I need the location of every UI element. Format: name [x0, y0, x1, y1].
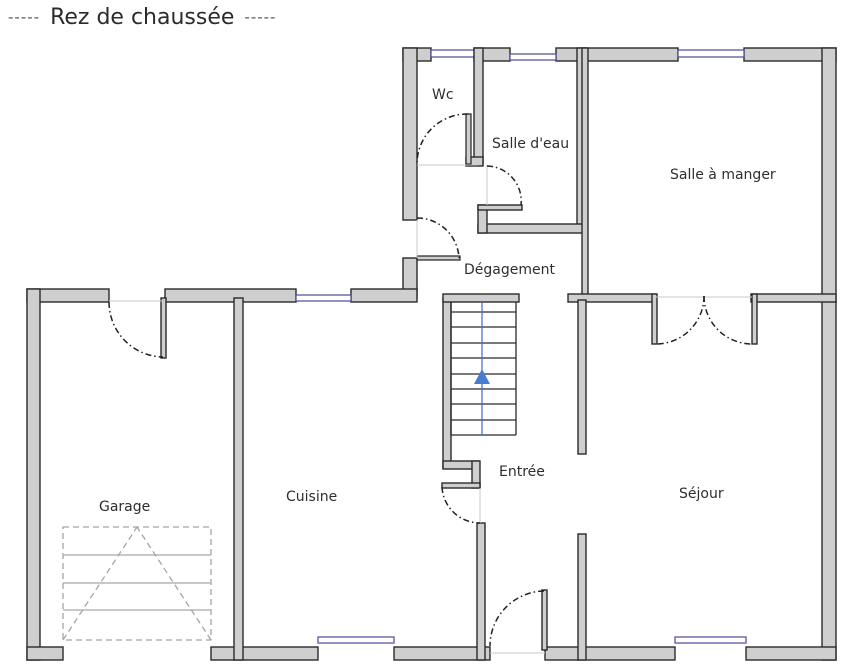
room-label-salle-a-manger: Salle à manger	[670, 167, 776, 183]
floor-title-text: Rez de chaussée	[50, 4, 235, 30]
staircase	[450, 302, 517, 436]
door-leaf-degagement	[416, 255, 461, 261]
wall-segment	[581, 47, 589, 301]
garage-door	[62, 526, 212, 641]
door-swing-salle-a-manger-right	[703, 295, 753, 345]
wall-segment	[577, 533, 587, 661]
wall-segment	[477, 223, 587, 234]
wall-segment	[750, 293, 837, 303]
window-salle-deau	[509, 53, 557, 61]
interior-walls	[160, 47, 837, 661]
door-swings	[108, 113, 753, 647]
door-swing-salle-a-manger-left	[656, 295, 705, 345]
wall-segment	[442, 297, 452, 469]
wall-segment	[541, 589, 548, 651]
wall-segment	[393, 646, 491, 661]
wall-segment	[26, 646, 64, 661]
wall-segment	[160, 297, 167, 359]
wall-segment	[26, 288, 41, 661]
wall-segment	[402, 47, 418, 221]
room-labels: Wc Salle d'eau Salle à manger Dégagement…	[99, 87, 776, 515]
door-swing-entree	[489, 590, 545, 647]
wall-segment	[821, 47, 837, 661]
wall-segment	[745, 646, 837, 661]
window-sejour	[674, 636, 747, 644]
door-leaf-wc	[465, 113, 472, 165]
door-swing-cuisine	[441, 486, 481, 524]
door-swing-wc	[416, 113, 469, 163]
wall-segment	[651, 293, 658, 345]
wall-segment	[577, 299, 587, 455]
stair-up-arrow-icon	[474, 369, 490, 384]
openings	[109, 164, 752, 654]
wall-segment	[477, 204, 523, 211]
windows	[295, 49, 747, 644]
wall-segment	[442, 293, 520, 303]
door-swing-degagement	[416, 217, 460, 259]
room-label-cuisine: Cuisine	[286, 489, 337, 505]
room-label-garage: Garage	[99, 499, 150, 515]
window-wc	[430, 49, 475, 58]
wall-segment	[233, 297, 244, 661]
title-dash-left: -----	[8, 8, 41, 26]
door-swing-salle-deau	[486, 165, 522, 206]
wall-segment	[350, 288, 418, 303]
room-label-entree: Entrée	[499, 464, 545, 480]
title-dash-right: -----	[244, 8, 277, 26]
room-label-wc: Wc	[432, 87, 454, 103]
wall-segment	[555, 47, 679, 62]
wall-segment	[210, 646, 319, 661]
wall-segment	[751, 293, 758, 345]
wall-segment	[476, 522, 486, 661]
door-swing-garage	[108, 301, 164, 358]
wall-segment	[441, 482, 481, 489]
floor-title: ----- Rez de chaussée -----	[8, 2, 276, 32]
wall-segment	[164, 288, 297, 303]
window-salle-a-manger	[677, 49, 745, 58]
window-cuisine-south	[317, 636, 395, 644]
window-cuisine-north	[295, 294, 352, 302]
room-label-degagement: Dégagement	[464, 262, 555, 278]
wall-segment	[473, 47, 484, 165]
room-label-salle-deau: Salle d'eau	[492, 136, 569, 152]
wall-segment	[544, 646, 676, 661]
room-label-sejour: Séjour	[679, 486, 724, 502]
